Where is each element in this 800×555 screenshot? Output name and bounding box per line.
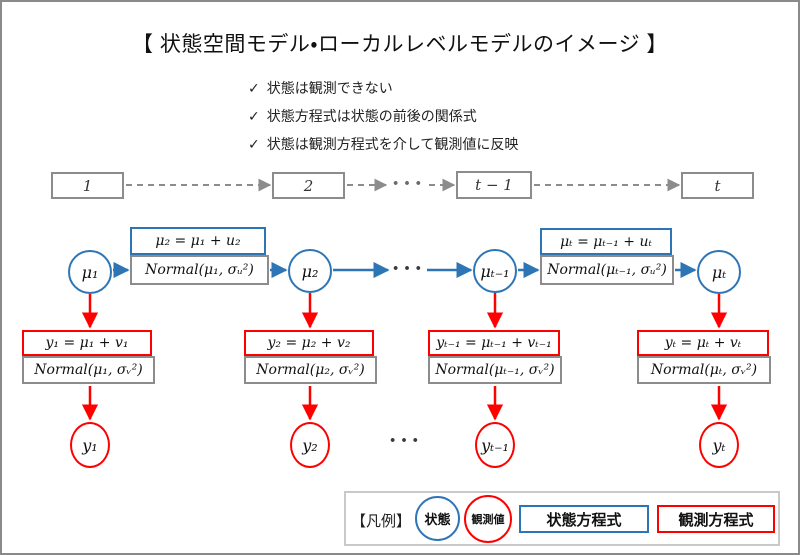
observation-row-ellipsis: ··· — [389, 427, 423, 453]
timeline-box-2: 2 — [272, 172, 345, 199]
check-icon: ✓ — [248, 135, 260, 152]
state-equation-box-1: μ₂ = μ₁ + u₂ — [130, 227, 266, 255]
legend-state-equation-box: 状態方程式 — [519, 505, 649, 533]
state-node-mu-t-minus-1: μₜ₋₁ — [473, 249, 517, 293]
timeline-box-1: 1 — [51, 172, 124, 199]
notes-list: ✓ 状態は観測できない ✓ 状態方程式は状態の前後の関係式 ✓ 状態は観測方程式… — [248, 74, 518, 158]
observation-node-y1: y₁ — [70, 422, 110, 468]
observation-equation-box-3: yₜ₋₁ = μₜ₋₁ + vₜ₋₁ — [428, 330, 560, 356]
observation-distribution-box-4: Normal(μₜ, σᵥ²) — [637, 356, 771, 384]
observation-equation-box-1: y₁ = μ₁ + v₁ — [22, 330, 152, 356]
observation-node-y2: y₂ — [290, 422, 330, 468]
observation-distribution-box-2: Normal(μ₂, σᵥ²) — [244, 356, 377, 384]
observation-equation-box-2: y₂ = μ₂ + v₂ — [244, 330, 374, 356]
observation-node-y-t-minus-1: yₜ₋₁ — [475, 422, 515, 468]
note-text: 状態方程式は状態の前後の関係式 — [266, 108, 477, 124]
observation-arrows — [81, 293, 728, 421]
observation-node-y-t: yₜ — [699, 422, 739, 468]
state-node-mu1: μ₁ — [68, 250, 112, 294]
note-item: ✓ 状態は観測できない — [248, 74, 518, 102]
observation-distribution-box-3: Normal(μₜ₋₁, σᵥ²) — [428, 356, 562, 384]
state-node-mu-t: μₜ — [697, 250, 741, 294]
observation-equation-box-4: yₜ = μₜ + vₜ — [637, 330, 769, 356]
check-icon: ✓ — [248, 79, 260, 96]
state-node-mu2: μ₂ — [288, 249, 332, 293]
state-distribution-box-1: Normal(μ₁, σᵤ²) — [130, 255, 269, 285]
legend-observation-equation-box: 観測方程式 — [657, 505, 775, 533]
page-title: 【 状態空間モデル・ローカルレベルモデルのイメージ 】 — [132, 33, 668, 56]
observation-distribution-box-1: Normal(μ₁, σᵥ²) — [22, 356, 155, 384]
note-item: ✓ 状態は観測方程式を介して観測値に反映 — [248, 130, 518, 158]
legend-observation-circle: 観測値 — [464, 495, 512, 543]
check-icon: ✓ — [248, 107, 260, 124]
note-text: 状態は観測できない — [266, 80, 393, 96]
note-item: ✓ 状態方程式は状態の前後の関係式 — [248, 102, 518, 130]
state-distribution-box-2: Normal(μₜ₋₁, σᵤ²) — [540, 255, 674, 285]
legend-state-circle: 状態 — [415, 496, 460, 541]
state-equation-box-2: μₜ = μₜ₋₁ + uₜ — [540, 228, 672, 255]
timeline-box-t-minus-1: t − 1 — [456, 171, 532, 199]
timeline-ellipsis: ··· — [392, 170, 426, 196]
timeline-box-t: t — [681, 172, 754, 199]
legend-title: 【凡例】 — [351, 513, 412, 530]
state-row-ellipsis: ··· — [392, 255, 426, 281]
note-text: 状態は観測方程式を介して観測値に反映 — [266, 136, 519, 152]
